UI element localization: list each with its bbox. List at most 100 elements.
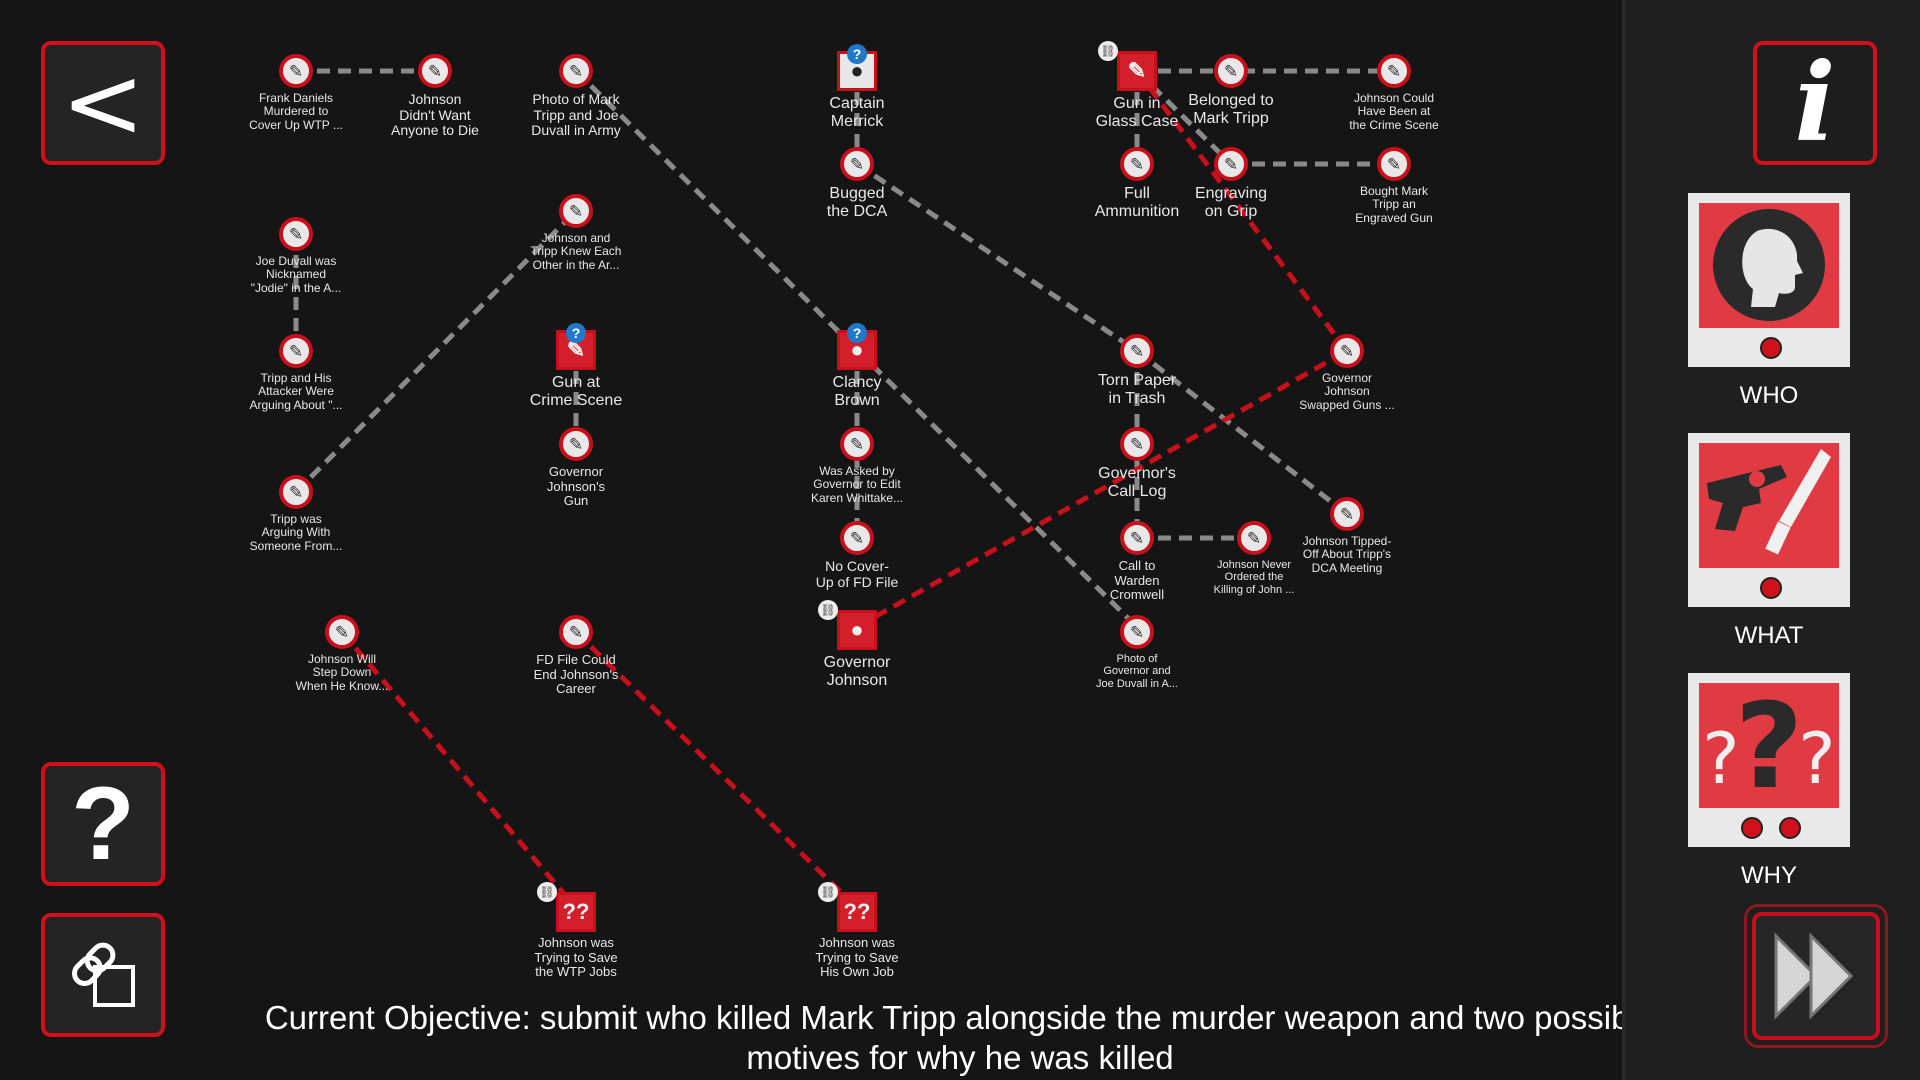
clue-node[interactable]: ✎ Tripp was Arguing With Someone From... bbox=[206, 475, 386, 553]
suspect-card[interactable]: ● ? Captain Merrick bbox=[767, 44, 947, 131]
what-slot[interactable] bbox=[1688, 433, 1850, 607]
weapon-card[interactable]: ✎ ⛓ Gun in Glass Case bbox=[1047, 41, 1227, 131]
clue-node[interactable]: ✎ Engraving on Grip bbox=[1141, 147, 1321, 221]
clue-node[interactable]: ✎ Johnson and Tripp Knew Each Other in t… bbox=[486, 194, 666, 272]
clue-label: Photo of Governor and Joe Duvall in A... bbox=[1096, 653, 1178, 690]
help-button[interactable]: ? bbox=[41, 762, 165, 886]
clue-label: Belonged to Mark Tripp bbox=[1188, 92, 1274, 127]
clue-label: Engraving on Grip bbox=[1194, 185, 1268, 220]
suspect-card[interactable]: ● ? Clancy Brown bbox=[767, 323, 947, 410]
pin-icon: ✎ bbox=[559, 615, 593, 649]
clue-label: Photo of Mark Tripp and Joe Duvall in Ar… bbox=[531, 91, 621, 139]
clue-label: Johnson and Tripp Knew Each Other in the… bbox=[530, 231, 622, 272]
pin-icon: ✎ bbox=[279, 217, 313, 251]
clue-node[interactable]: ✎ Johnson Never Ordered the Killing of J… bbox=[1164, 521, 1344, 596]
info-label: i bbox=[1794, 40, 1836, 166]
clue-label: FD File Could End Johnson's Career bbox=[533, 652, 619, 697]
clue-node[interactable]: ✎ Torn Paper in Trash bbox=[1047, 334, 1227, 408]
pin-icon: ✎ bbox=[279, 334, 313, 368]
pin-icon: ✎ bbox=[418, 54, 452, 88]
clue-node[interactable]: ✎ Johnson Tipped- Off About Tripp's DCA … bbox=[1257, 497, 1437, 575]
gun-knife-icon bbox=[1707, 449, 1831, 555]
link-line bbox=[574, 69, 859, 352]
pin-icon: ✎ bbox=[840, 147, 874, 181]
suspect-card[interactable]: ● ⛓ Governor Johnson bbox=[767, 600, 947, 690]
pin-icon: ✎ bbox=[1330, 334, 1364, 368]
pin-icon: ✎ bbox=[840, 427, 874, 461]
motive-card[interactable]: ?? ⛓ Johnson was Trying to Save His Own … bbox=[767, 882, 947, 980]
pin-icon: ✎ bbox=[1120, 427, 1154, 461]
pin-icon: ✎ bbox=[1377, 54, 1411, 88]
clue-node[interactable]: ✎ Johnson Will Step Down When He Know... bbox=[252, 615, 432, 693]
link-line bbox=[1135, 349, 1349, 516]
clue-node[interactable]: ✎ Bugged the DCA bbox=[767, 147, 947, 221]
motive-card-icon: ?? ⛓ bbox=[537, 882, 596, 932]
clue-label: Johnson Tipped- Off About Tripp's DCA Me… bbox=[1302, 534, 1392, 575]
clue-node[interactable]: ✎ Governor's Call Log bbox=[1047, 427, 1227, 501]
pin-icon: ✎ bbox=[559, 54, 593, 88]
pin-icon: ✎ bbox=[279, 475, 313, 509]
clue-node[interactable]: ✎ Full Ammunition bbox=[1047, 147, 1227, 221]
clue-label: Was Asked by Governor to Edit Karen Whit… bbox=[810, 464, 904, 505]
gun-icon: ✎ bbox=[566, 337, 586, 362]
fast-forward-icon bbox=[1774, 932, 1854, 1020]
pin-icon: ✎ bbox=[1120, 334, 1154, 368]
clue-label: Governor Johnson's Gun bbox=[546, 464, 606, 509]
info-button[interactable]: i bbox=[1753, 41, 1877, 165]
clue-node[interactable]: ✎ Photo of Mark Tripp and Joe Duvall in … bbox=[486, 54, 666, 139]
clue-label: Full Ammunition bbox=[1094, 185, 1180, 220]
clue-node[interactable]: ✎ Governor Johnson Swapped Guns ... bbox=[1257, 334, 1437, 412]
clue-node[interactable]: ✎ Bought Mark Tripp an Engraved Gun bbox=[1304, 147, 1484, 225]
submit-button[interactable] bbox=[1752, 912, 1880, 1040]
clue-node[interactable]: ✎ Was Asked by Governor to Edit Karen Wh… bbox=[767, 427, 947, 505]
what-label: WHAT bbox=[1734, 622, 1804, 649]
pin-icon: ✎ bbox=[559, 427, 593, 461]
pin-icon: ✎ bbox=[325, 615, 359, 649]
link-line bbox=[1135, 69, 1349, 353]
why-label: WHY bbox=[1741, 862, 1797, 889]
head-silhouette-icon bbox=[1713, 209, 1825, 321]
pin-icon: ✎ bbox=[1120, 147, 1154, 181]
who-slot[interactable] bbox=[1688, 193, 1850, 367]
slot-dot bbox=[1760, 337, 1782, 359]
clue-label: Johnson Never Ordered the Killing of Joh… bbox=[1213, 559, 1295, 596]
slot-art bbox=[1699, 203, 1839, 328]
clue-node[interactable]: ✎ Belonged to Mark Tripp bbox=[1141, 54, 1321, 128]
link-line bbox=[855, 348, 1139, 629]
clue-node[interactable]: ✎ Joe Duvall was Nicknamed "Jodie" in th… bbox=[206, 217, 386, 295]
clue-node[interactable]: ✎ No Cover- Up of FD File bbox=[767, 521, 947, 590]
clue-label: Governor's Call Log bbox=[1098, 465, 1176, 500]
gun-icon: ✎ bbox=[1127, 58, 1147, 83]
clue-node[interactable]: ✎ FD File Could End Johnson's Career bbox=[486, 615, 666, 697]
head-icon: ● bbox=[850, 58, 864, 83]
why-slot[interactable]: ? ? ? bbox=[1688, 673, 1850, 847]
evidence-board: ✎ Frank Daniels Murdered to Cover Up WTP… bbox=[206, 41, 1484, 980]
link-line bbox=[340, 630, 578, 910]
slot-dot bbox=[1760, 577, 1782, 599]
clue-node[interactable]: ✎ Call to Warden Cromwell bbox=[1047, 521, 1227, 603]
back-button[interactable]: < bbox=[41, 41, 165, 165]
clue-label: Torn Paper in Trash bbox=[1097, 372, 1177, 407]
pin-icon: ✎ bbox=[279, 54, 313, 88]
clue-node[interactable]: ✎ Tripp and His Attacker Were Arguing Ab… bbox=[206, 334, 386, 412]
clue-node[interactable]: ✎ Photo of Governor and Joe Duvall in A.… bbox=[1047, 615, 1227, 690]
motive-card-icon: ?? ⛓ bbox=[818, 882, 877, 932]
clue-node[interactable]: ✎ Johnson Didn't Want Anyone to Die bbox=[345, 54, 525, 139]
submit-button-frame bbox=[1744, 904, 1888, 1048]
clue-label: Tripp was Arguing With Someone From... bbox=[249, 512, 343, 553]
clue-label: Johnson Could Have Been at the Crime Sce… bbox=[1349, 91, 1439, 132]
clue-node[interactable]: ✎ Frank Daniels Murdered to Cover Up WTP… bbox=[206, 54, 386, 132]
submission-panel bbox=[1622, 0, 1920, 1080]
clue-node[interactable]: ✎ Johnson Could Have Been at the Crime S… bbox=[1304, 54, 1484, 132]
clue-node[interactable]: ✎ Governor Johnson's Gun bbox=[486, 427, 666, 509]
motive-card[interactable]: ?? ⛓ Johnson was Trying to Save the WTP … bbox=[486, 882, 666, 980]
svg-text:?: ? bbox=[1702, 718, 1739, 800]
link-toggle-button[interactable] bbox=[41, 913, 165, 1037]
link-line bbox=[855, 348, 1349, 630]
pin-icon: ✎ bbox=[1377, 147, 1411, 181]
head-icon: ● bbox=[850, 617, 864, 642]
clue-label: Joe Duvall was Nicknamed "Jodie" in the … bbox=[250, 254, 342, 295]
clue-label: Governor Johnson Swapped Guns ... bbox=[1299, 371, 1395, 412]
pin-icon: ✎ bbox=[1120, 521, 1154, 555]
weapon-card[interactable]: ✎ ? Gun at Crime Scene bbox=[486, 323, 666, 410]
